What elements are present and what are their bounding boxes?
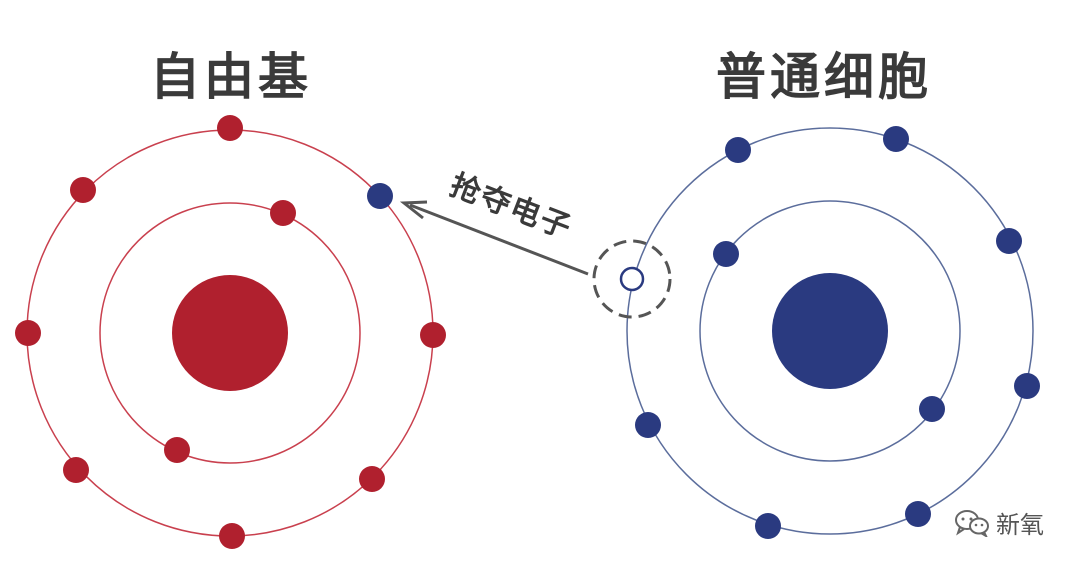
free-radical-electron bbox=[70, 177, 96, 203]
normal-cell-outer-orbit bbox=[626, 127, 1034, 535]
normal-cell-electron bbox=[725, 137, 751, 163]
wechat-icon bbox=[954, 509, 990, 537]
free-radical-electron bbox=[164, 437, 190, 463]
free-radical-inner-orbit bbox=[99, 202, 361, 464]
empty-electron-slot bbox=[619, 266, 645, 292]
normal-cell-electron bbox=[755, 513, 781, 539]
free-radical-electron bbox=[63, 457, 89, 483]
watermark-text: 新氧 bbox=[996, 511, 1044, 539]
normal-cell-title: 普通细胞 bbox=[716, 48, 932, 106]
free-radical-nucleus bbox=[172, 275, 288, 391]
normal-cell-electron bbox=[635, 412, 661, 438]
normal-cell-electron bbox=[905, 501, 931, 527]
arrow-label: 抢夺电子 bbox=[445, 168, 577, 247]
free-radical-title: 自由基 bbox=[150, 48, 312, 106]
normal-cell-electron bbox=[996, 228, 1022, 254]
normal-cell-electron bbox=[883, 126, 909, 152]
free-radical-electron bbox=[219, 523, 245, 549]
normal-cell-nucleus bbox=[772, 273, 888, 389]
normal-cell-atom bbox=[592, 126, 1040, 539]
free-radical-electron bbox=[359, 466, 385, 492]
free-radical-electron bbox=[15, 320, 41, 346]
free-radical-atom bbox=[15, 115, 446, 549]
watermark: 新氧 bbox=[954, 505, 1044, 540]
normal-cell-electron bbox=[1014, 373, 1040, 399]
free-radical-electron bbox=[420, 322, 446, 348]
normal-cell-electron bbox=[919, 396, 945, 422]
stolen-electron bbox=[367, 183, 393, 209]
normal-cell-inner-orbit bbox=[699, 200, 961, 462]
free-radical-electron bbox=[217, 115, 243, 141]
steal-electron-arrow bbox=[399, 200, 589, 276]
dashed-highlight-ring bbox=[592, 239, 672, 319]
normal-cell-electron bbox=[713, 241, 739, 267]
free-radical-electron bbox=[270, 200, 296, 226]
